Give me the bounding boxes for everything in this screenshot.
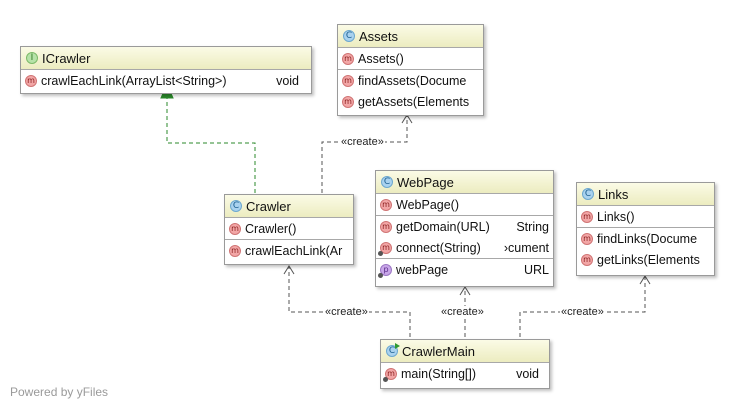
- class-name: Links: [598, 186, 629, 202]
- class-name: WebPage: [397, 174, 454, 190]
- crawlermain-header: C CrawlerMain: [381, 340, 549, 363]
- member-type: URL: [523, 262, 549, 277]
- member-name: Links(): [597, 209, 635, 224]
- member-row[interactable]: m findLinks(Docume: [577, 227, 714, 249]
- interface-icon: I: [26, 52, 38, 64]
- member-name: getDomain(URL): [396, 219, 490, 234]
- member-name: getLinks(Elements: [597, 252, 700, 267]
- create-label-crawler: «create»: [324, 306, 369, 318]
- create-arrowhead: [459, 286, 471, 296]
- method-icon: m: [581, 210, 593, 223]
- member-name: findLinks(Docume: [597, 231, 698, 246]
- member-row[interactable]: m connect(String) ›cument: [376, 237, 553, 258]
- method-icon: m: [229, 222, 241, 235]
- links-class[interactable]: C Links m Links() m findLinks(Docume m g…: [576, 182, 715, 276]
- create-label-webpage: «create»: [440, 306, 485, 318]
- member-name: findAssets(Docume: [358, 73, 467, 88]
- method-icon: m: [380, 198, 392, 211]
- member-row[interactable]: m getDomain(URL) String: [376, 215, 553, 237]
- member-row[interactable]: m Crawler(): [225, 218, 353, 239]
- member-name: getAssets(Elements: [358, 94, 470, 109]
- member-type: void: [516, 366, 539, 381]
- method-icon: m: [581, 232, 593, 245]
- member-name: WebPage(): [396, 197, 459, 212]
- runnable-icon: [395, 343, 400, 349]
- icrawler-header: I ICrawler: [21, 47, 311, 70]
- icrawler-interface[interactable]: I ICrawler m crawlEachLink(ArrayList<Str…: [20, 46, 312, 94]
- class-name: ICrawler: [42, 50, 91, 66]
- member-type: void: [276, 73, 299, 88]
- member-row[interactable]: m crawlEachLink(ArrayList<String>) void: [21, 70, 311, 91]
- create-arrowhead: [639, 275, 651, 285]
- member-name: Assets(): [358, 51, 404, 66]
- create-label-assets: «create»: [340, 136, 385, 148]
- assets-class[interactable]: C Assets m Assets() m findAssets(Docume …: [337, 24, 484, 116]
- class-name: Assets: [359, 28, 399, 44]
- class-icon: C: [230, 200, 242, 212]
- class-name: Crawler: [246, 198, 291, 214]
- method-icon: m: [342, 95, 354, 108]
- create-arrowhead: [283, 265, 295, 275]
- modifier-icon: [383, 376, 388, 382]
- crawlermain-class[interactable]: C CrawlerMain m main(String[]) void: [380, 339, 550, 389]
- member-row[interactable]: m crawlEachLink(Ar: [225, 239, 353, 261]
- class-name: CrawlerMain: [402, 343, 475, 359]
- crawler-header: C Crawler: [225, 195, 353, 218]
- member-type: String: [516, 219, 549, 234]
- crawler-class[interactable]: C Crawler m Crawler() m crawlEachLink(Ar: [224, 194, 354, 265]
- method-icon: m: [342, 52, 354, 65]
- member-row[interactable]: m Assets(): [338, 48, 483, 69]
- method-icon: m: [342, 74, 354, 87]
- modifier-icon: [378, 250, 383, 256]
- member-row[interactable]: m getLinks(Elements: [577, 249, 714, 270]
- webpage-class[interactable]: C WebPage m WebPage() m getDomain(URL) S…: [375, 170, 554, 287]
- member-name: Crawler(): [245, 221, 297, 236]
- member-name: connect(String): [396, 240, 481, 255]
- method-icon: m: [25, 74, 37, 87]
- member-name: webPage: [396, 262, 449, 277]
- member-name: crawlEachLink(Ar: [245, 243, 343, 258]
- member-row[interactable]: m findAssets(Docume: [338, 69, 483, 91]
- member-row[interactable]: p webPage URL: [376, 258, 553, 280]
- member-type: ›cument: [503, 240, 549, 255]
- realization-edge: [160, 82, 256, 193]
- class-icon: C: [343, 30, 355, 42]
- modifier-icon: [378, 272, 383, 278]
- member-name: crawlEachLink(ArrayList<String>): [41, 73, 227, 88]
- method-icon: m: [380, 220, 392, 233]
- class-icon: C: [582, 188, 594, 200]
- assets-header: C Assets: [338, 25, 483, 48]
- powered-by-label: Powered by yFiles: [10, 385, 109, 399]
- property-icon: p: [378, 263, 392, 278]
- member-name: main(String[]): [401, 366, 477, 381]
- member-row[interactable]: m getAssets(Elements: [338, 91, 483, 112]
- method-icon: m: [229, 244, 241, 257]
- links-header: C Links: [577, 183, 714, 206]
- method-icon: m: [378, 241, 392, 256]
- class-icon: C: [386, 343, 400, 357]
- method-icon: m: [581, 253, 593, 266]
- class-icon: C: [381, 176, 393, 188]
- member-row[interactable]: m main(String[]) void: [381, 363, 549, 384]
- method-icon: m: [383, 367, 397, 382]
- create-label-links: «create»: [560, 306, 605, 318]
- webpage-header: C WebPage: [376, 171, 553, 194]
- member-row[interactable]: m Links(): [577, 206, 714, 227]
- member-row[interactable]: m WebPage(): [376, 194, 553, 215]
